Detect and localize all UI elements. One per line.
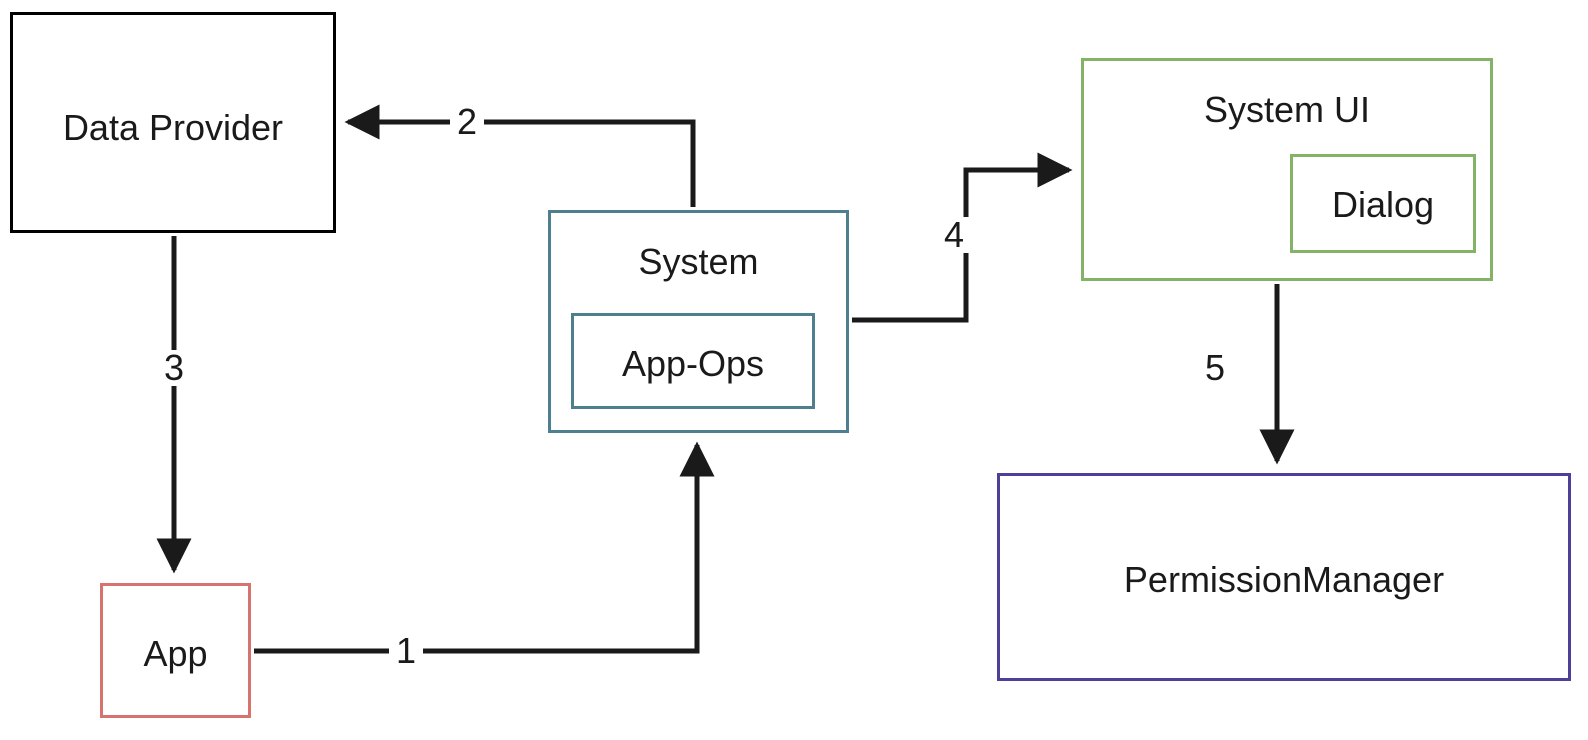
edge-label-3: 3 xyxy=(157,350,192,386)
edge-1-path xyxy=(254,441,715,654)
node-system-ui[interactable]: System UI Dialog xyxy=(1081,58,1493,281)
node-system[interactable]: System App-Ops xyxy=(548,210,849,433)
edge-2-path xyxy=(344,104,696,207)
node-permission-manager-label: PermissionManager xyxy=(1123,559,1445,600)
node-app-label: App xyxy=(143,633,208,674)
node-system-label: System xyxy=(638,241,759,282)
node-permission-manager[interactable]: PermissionManager xyxy=(997,473,1571,681)
node-app-ops-label: App-Ops xyxy=(621,343,765,384)
node-data-provider-label: Data Provider xyxy=(62,107,284,148)
edge-label-4: 4 xyxy=(937,217,972,253)
node-dialog[interactable]: Dialog xyxy=(1290,154,1476,253)
node-data-provider[interactable]: Data Provider xyxy=(10,12,336,233)
node-dialog-label: Dialog xyxy=(1331,184,1435,225)
node-app-ops[interactable]: App-Ops xyxy=(571,313,815,409)
node-system-ui-label: System UI xyxy=(1203,89,1371,130)
node-app[interactable]: App xyxy=(100,583,251,718)
edge-label-5: 5 xyxy=(1198,350,1233,386)
edge-label-1: 1 xyxy=(389,633,424,669)
edge-label-2: 2 xyxy=(450,104,485,140)
